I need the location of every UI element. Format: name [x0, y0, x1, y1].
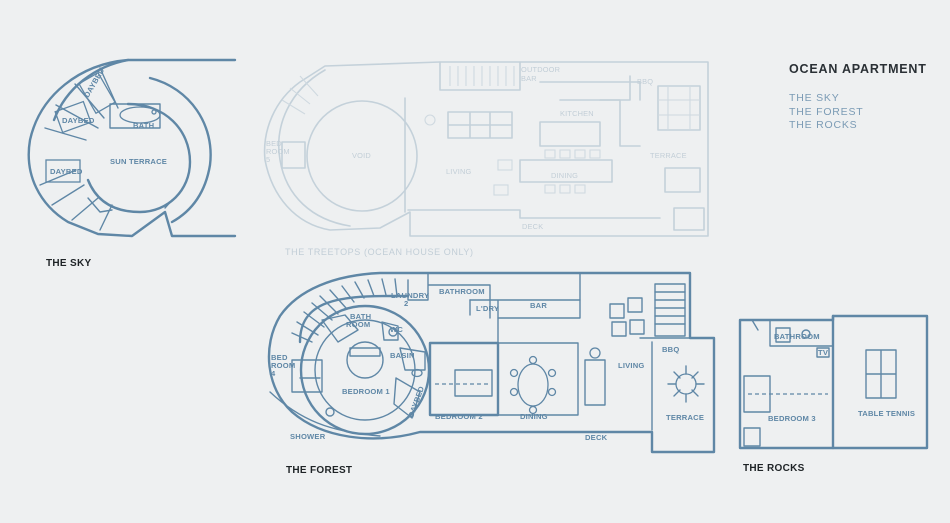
treetops-label-void: VOID [352, 151, 371, 160]
rocks-label-bedroom-3: BEDROOM 3 [768, 414, 816, 423]
treetops-label-deck: DECK [522, 222, 543, 231]
forest-label-bbq: BBQ [662, 345, 679, 354]
legend-title: OCEAN APARTMENT [789, 62, 927, 76]
forest-label-wc: WC [390, 325, 403, 334]
forest-label-bedroom-2: BEDROOM 2 [435, 412, 483, 421]
forest-label-dining: DINING [520, 412, 548, 421]
forest-label-living: LIVING [618, 361, 645, 370]
legend-item-rocks: THE ROCKS [789, 119, 858, 131]
forest-label-bedroom-1: BEDROOM 1 [342, 387, 390, 396]
treetops-label-bed: BED [266, 139, 282, 148]
legend-list: THE SKY THE FOREST THE ROCKS [789, 92, 864, 133]
forest-label-terrace: TERRACE [666, 413, 704, 422]
forest-label-bathroom: BATHROOM [439, 287, 485, 296]
forest-label-shower: SHOWER [290, 432, 326, 441]
forest-label-bath: BATH [350, 312, 371, 321]
treetops-plan: OUTDOOR BAR BBQ KITCHEN BED ROOM 5 VOID … [263, 61, 709, 257]
sky-plan: DAYBED DAYBED DAYBED BATH SUN TERRACE TH… [27, 58, 237, 269]
forest-label-deck: DECK [585, 433, 608, 442]
treetops-label-living: LIVING [446, 167, 471, 176]
treetops-label-outdoor: OUTDOOR [521, 65, 560, 74]
treetops-label-bbq: BBQ [637, 77, 653, 86]
rocks-label-bathroom: BATHROOM [774, 332, 820, 341]
sky-label-sun-terrace: SUN TERRACE [110, 157, 167, 166]
forest-title: THE FOREST [286, 465, 352, 476]
sky-title: THE SKY [46, 258, 91, 269]
forest-label-room: ROOM [271, 361, 295, 370]
forest-label-4: 4 [271, 369, 276, 378]
forest-label-basin: BASIN [390, 351, 415, 360]
rocks-label-table-tennis: TABLE TENNIS [858, 409, 915, 418]
rocks-title: THE ROCKS [743, 463, 805, 474]
treetops-label-room: ROOM [266, 147, 290, 156]
treetops-title: THE TREETOPS (OCEAN HOUSE ONLY) [285, 247, 474, 257]
treetops-label-terrace: TERRACE [650, 151, 687, 160]
legend-item-forest: THE FOREST [789, 105, 864, 118]
forest-label-ldry: L'DRY [476, 304, 499, 313]
forest-plan: BATHROOM LAUNDRY 2 L'DRY BAR BATH ROOM W… [267, 271, 716, 476]
treetops-label-5: 5 [266, 155, 270, 164]
forest-label-laundry-2: 2 [404, 299, 408, 308]
forest-label-laundry: LAUNDRY [391, 291, 429, 300]
forest-label-daybed: DAYBED [406, 385, 426, 419]
forest-label-bath-room: ROOM [346, 320, 370, 329]
sky-label-daybed-b: DAYBED [62, 116, 95, 125]
rocks-plan: BATHROOM TV BEDROOM 3 TABLE TENNIS THE R… [738, 314, 929, 474]
legend-item-sky: THE SKY [789, 92, 840, 104]
treetops-label-bar: BAR [521, 74, 537, 83]
treetops-label-kitchen: KITCHEN [560, 109, 594, 118]
sky-label-daybed-c: DAYBED [50, 167, 83, 176]
forest-label-bed: BED [271, 353, 288, 362]
forest-label-bar: BAR [530, 301, 547, 310]
rocks-label-tv: TV [818, 348, 829, 357]
sky-label-bath: BATH [133, 121, 154, 130]
treetops-label-dining: DINING [551, 171, 578, 180]
